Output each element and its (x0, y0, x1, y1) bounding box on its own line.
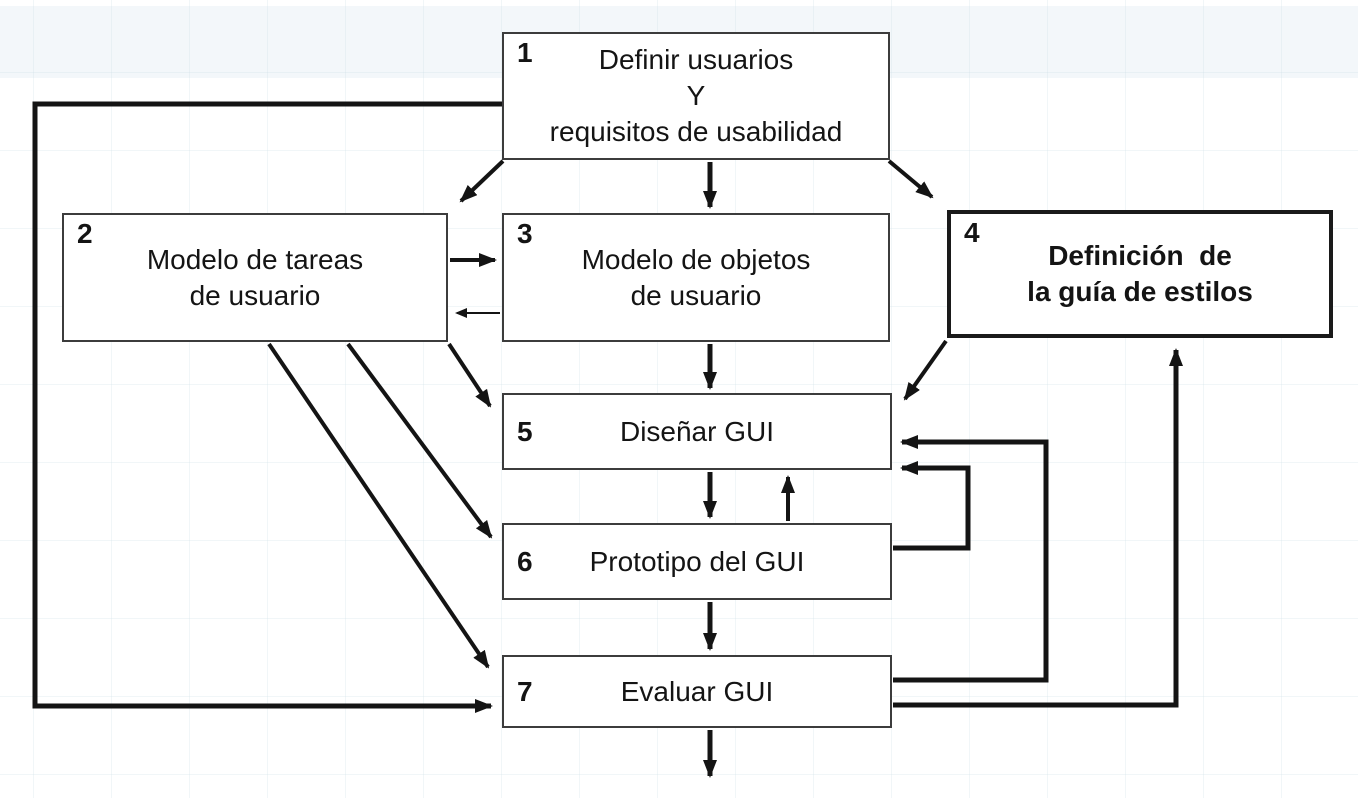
node-4-label: Definición de la guía de estilos (1027, 240, 1253, 307)
node-7-number: 7 (517, 675, 533, 707)
node-5-label: Diseñar GUI (619, 415, 775, 447)
node-2-label: Modelo de tareas de usuario (146, 243, 364, 311)
node-6-prototipo-del-gui: 6 Prototipo del GUI (502, 523, 892, 600)
node-7-evaluar-gui: 7 Evaluar GUI (502, 655, 892, 728)
node-3-modelo-de-objetos: 3 Modelo de objetos de usuario (502, 213, 890, 342)
node-2-number: 2 (77, 218, 93, 249)
node-2-modelo-de-tareas: 2 Modelo de tareas de usuario (62, 213, 448, 342)
node-6-label: Prototipo del GUI (589, 545, 805, 577)
node-3-number: 3 (517, 218, 533, 249)
node-5-disenar-gui: 5 Diseñar GUI (502, 393, 892, 470)
node-4-definicion-guia-estilos: 4 Definición de la guía de estilos (947, 210, 1333, 338)
node-1-number: 1 (517, 37, 533, 68)
node-7-label: Evaluar GUI (620, 675, 774, 707)
node-1-label: Definir usuarios Y requisitos de usabili… (549, 44, 843, 147)
node-6-number: 6 (517, 545, 533, 577)
node-4-number: 4 (964, 217, 980, 248)
node-1-definir-usuarios: 1 Definir usuarios Y requisitos de usabi… (502, 32, 890, 160)
node-3-label: Modelo de objetos de usuario (581, 243, 811, 311)
node-5-number: 5 (517, 415, 533, 447)
